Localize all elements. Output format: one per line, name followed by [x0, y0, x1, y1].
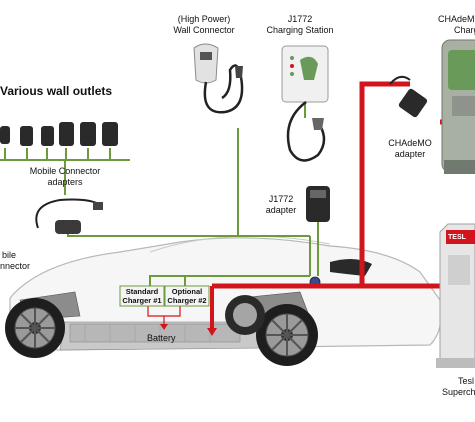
optional-charger-label: Optional Charger #2 — [166, 287, 208, 305]
wall-connector-label-line2: Wall Connector — [173, 25, 235, 35]
chademo-station-label-line1: CHAdeMO — [438, 14, 475, 24]
mobile-adapters-label-line1: Mobile Connector — [29, 166, 101, 176]
battery-label: Battery — [147, 333, 176, 343]
j1772-station-icon — [281, 45, 329, 162]
front-wheel-icon — [5, 298, 65, 358]
chademo-adapter-label-line2: adapter — [394, 149, 426, 159]
standard-charger-label-line1: Standard — [125, 287, 159, 296]
wall-connector-label: (High Power) Wall Connector — [164, 14, 244, 36]
mobile-connector-label: bile nnector — [0, 250, 30, 272]
j1772-adapter-icon — [306, 186, 330, 222]
wall-connector-label-line1: (High Power) — [177, 14, 231, 24]
mobile-connector-icon — [35, 198, 103, 234]
chademo-station-label-line2: Charg — [454, 25, 475, 35]
chademo-adapter-icon — [389, 75, 428, 118]
outlet-adapter-icon — [102, 122, 118, 146]
supercharger-label-line2: Superch — [442, 387, 475, 397]
j1772-adapter-label-line1: J1772 — [268, 194, 294, 204]
chademo-adapter-label: CHAdeMO adapter — [375, 138, 445, 160]
tesla-sign-label: TESL — [448, 234, 466, 241]
chademo-station-label: CHAdeMO Charg — [438, 14, 475, 36]
supercharger-icon — [436, 223, 475, 368]
supercharger-label: Tesl Superch — [442, 376, 475, 398]
mobile-adapters-label-line2: adapters — [47, 177, 83, 187]
mid-wheel-icon — [225, 295, 265, 335]
various-outlets-label: Various wall outlets — [0, 84, 113, 98]
j1772-adapter-label: J1772 adapter — [256, 194, 306, 216]
standard-charger-label-line2: Charger #1 — [122, 296, 162, 305]
mobile-connector-label-line2: nnector — [0, 261, 31, 271]
green-charging-lines — [0, 102, 319, 302]
chademo-station-icon — [441, 39, 475, 174]
wall-connector-icon — [193, 43, 244, 114]
j1772-station-label-line2: Charging Station — [266, 25, 334, 35]
car-body — [9, 235, 442, 351]
outlet-adapter-icon — [20, 126, 33, 146]
outlet-adapter-icon — [41, 126, 54, 146]
j1772-station-label-line1: J1772 — [287, 14, 313, 24]
j1772-station-label: J1772 Charging Station — [260, 14, 340, 36]
outlet-adapter-icon — [80, 122, 96, 146]
outlet-adapter-icon — [0, 126, 10, 144]
outlet-adapter-icon — [59, 122, 74, 146]
optional-charger-label-line2: Charger #2 — [167, 296, 207, 305]
rear-wheel-icon — [256, 304, 318, 366]
mobile-adapters-label: Mobile Connector adapters — [0, 166, 130, 188]
optional-charger-label-line1: Optional — [171, 287, 203, 296]
j1772-adapter-label-line2: adapter — [265, 205, 297, 215]
outlet-adapters-row — [0, 122, 118, 146]
mobile-connector-label-line1: bile — [2, 250, 17, 260]
standard-charger-label: Standard Charger #1 — [121, 287, 163, 305]
chademo-adapter-label-line1: CHAdeMO — [388, 138, 432, 148]
supercharger-label-line1: Tesl — [458, 376, 475, 386]
